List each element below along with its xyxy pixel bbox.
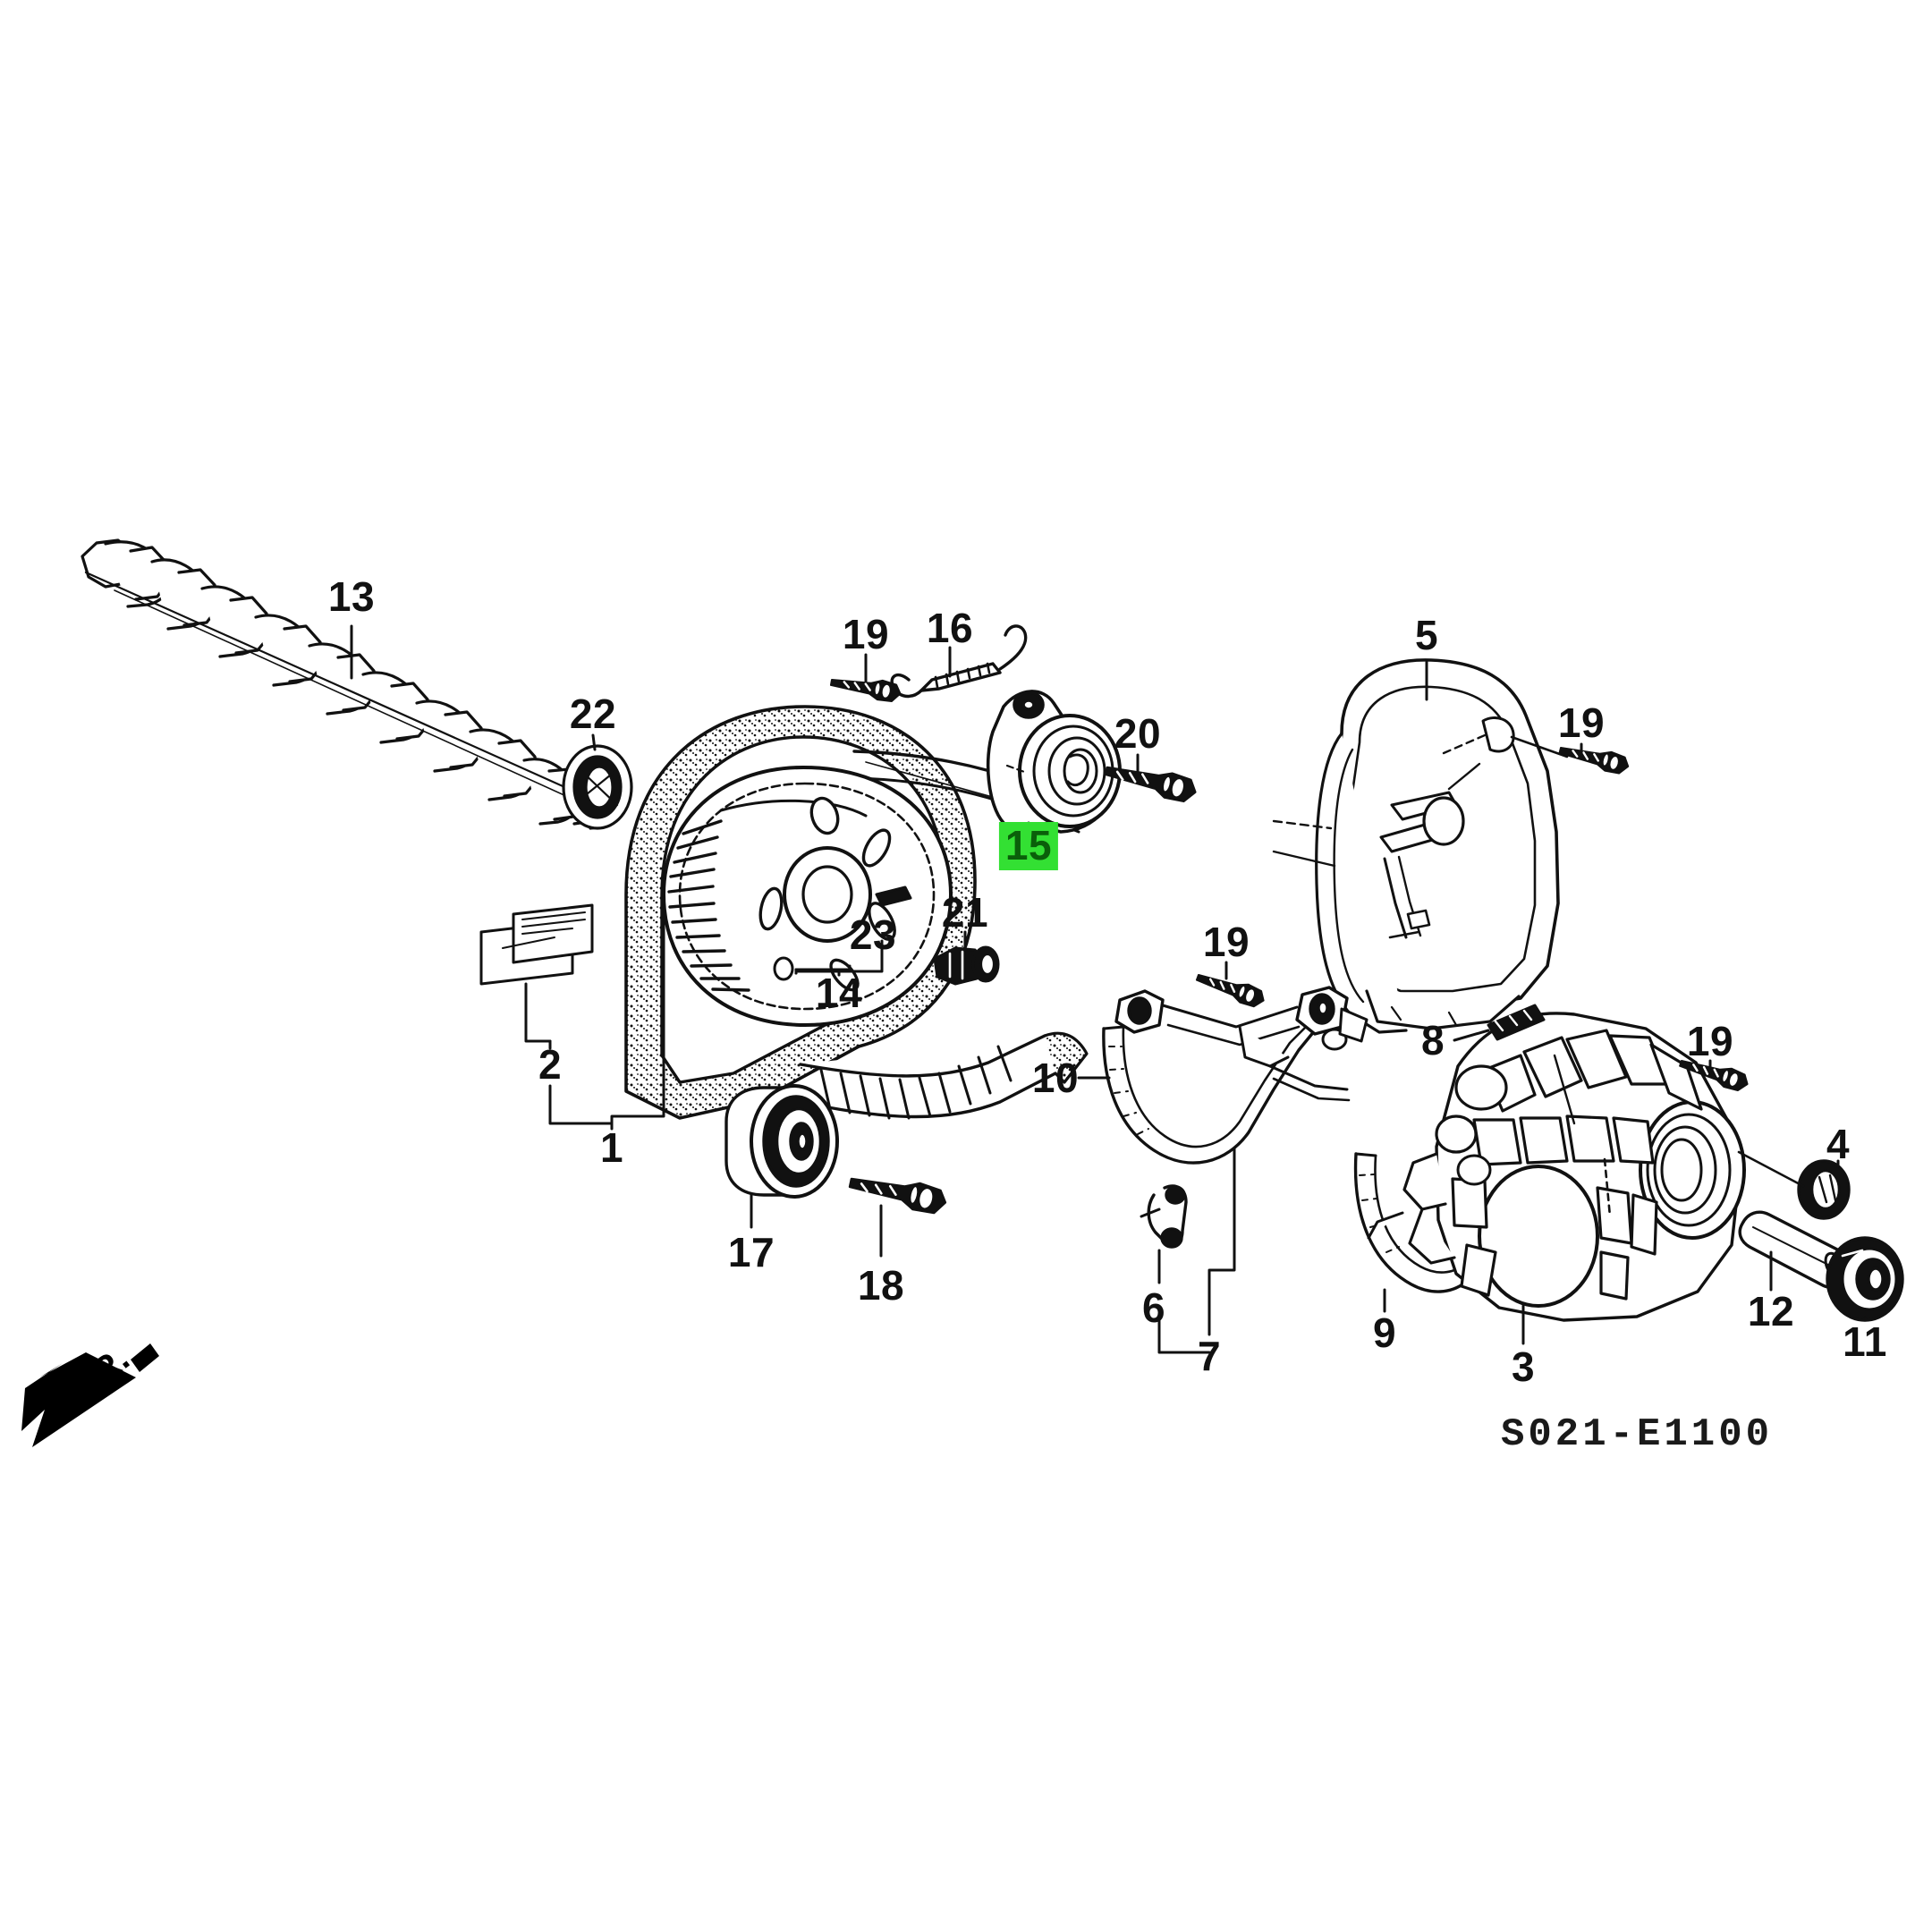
callout-8[interactable]: 8	[1420, 1017, 1445, 1063]
fr-direction-arrow	[21, 1343, 159, 1447]
diagram-code: S021-E1100	[1500, 1412, 1774, 1457]
callout-19b[interactable]: 19	[1557, 699, 1606, 746]
callout-19c[interactable]: 19	[1202, 919, 1250, 965]
tensioner-spring-part	[890, 624, 1028, 699]
callout-6[interactable]: 6	[1141, 1284, 1166, 1331]
callout-17[interactable]: 17	[727, 1229, 775, 1275]
callout-20[interactable]: 20	[1114, 710, 1162, 757]
small-seal-part	[1140, 1184, 1188, 1249]
leader-22	[591, 733, 597, 751]
crank-oil-seal-part	[1826, 1236, 1904, 1322]
woodruff-key-part	[875, 886, 912, 907]
callout-23[interactable]: 23	[849, 911, 897, 958]
callout-12[interactable]: 12	[1747, 1288, 1795, 1335]
caution-label-part	[479, 903, 594, 986]
callout-11[interactable]: 11	[1843, 1318, 1887, 1365]
dowel-pin-part	[1487, 1004, 1546, 1041]
callout-1[interactable]: 1	[599, 1124, 624, 1171]
callout-10[interactable]: 10	[1031, 1055, 1080, 1101]
callout-4[interactable]: 4	[1826, 1121, 1851, 1167]
callout-9[interactable]: 9	[1372, 1309, 1397, 1356]
lower-seal-part	[1353, 1152, 1467, 1293]
upper-seal-part	[1102, 986, 1368, 1165]
callout-22[interactable]: 22	[569, 691, 617, 737]
callout-5[interactable]: 5	[1414, 612, 1439, 658]
callout-19d[interactable]: 19	[1686, 1018, 1734, 1064]
callout-14[interactable]: 14	[815, 970, 863, 1016]
camshaft-seal-part	[562, 744, 633, 830]
callout-19a[interactable]: 19	[842, 611, 890, 657]
camshaft-pulley-part	[662, 766, 953, 1027]
leader-7	[1208, 1147, 1236, 1336]
callout-21[interactable]: 21	[941, 889, 989, 936]
idler-pulley-part	[724, 1084, 839, 1199]
flange-bolt-c-part	[1193, 966, 1268, 1012]
callout-13[interactable]: 13	[327, 573, 376, 620]
callout-15-highlighted[interactable]: 15	[998, 822, 1059, 870]
oil-pump-housing-part	[1367, 1012, 1746, 1322]
camshaft-part	[80, 538, 618, 830]
idler-bolt-part	[848, 1177, 947, 1215]
callout-7[interactable]: 7	[1197, 1333, 1222, 1379]
leader-2	[524, 982, 552, 1043]
callout-3[interactable]: 3	[1511, 1343, 1536, 1390]
pulley-bolt-part	[933, 945, 1000, 986]
tensioner-bolt-part	[1104, 766, 1197, 803]
callout-18[interactable]: 18	[857, 1262, 905, 1309]
callout-16[interactable]: 16	[926, 605, 974, 651]
callout-2[interactable]: 2	[538, 1041, 563, 1088]
o-ring-part	[1797, 1159, 1851, 1220]
leader-8	[1453, 1029, 1490, 1042]
upper-cover-part	[1272, 658, 1560, 1034]
